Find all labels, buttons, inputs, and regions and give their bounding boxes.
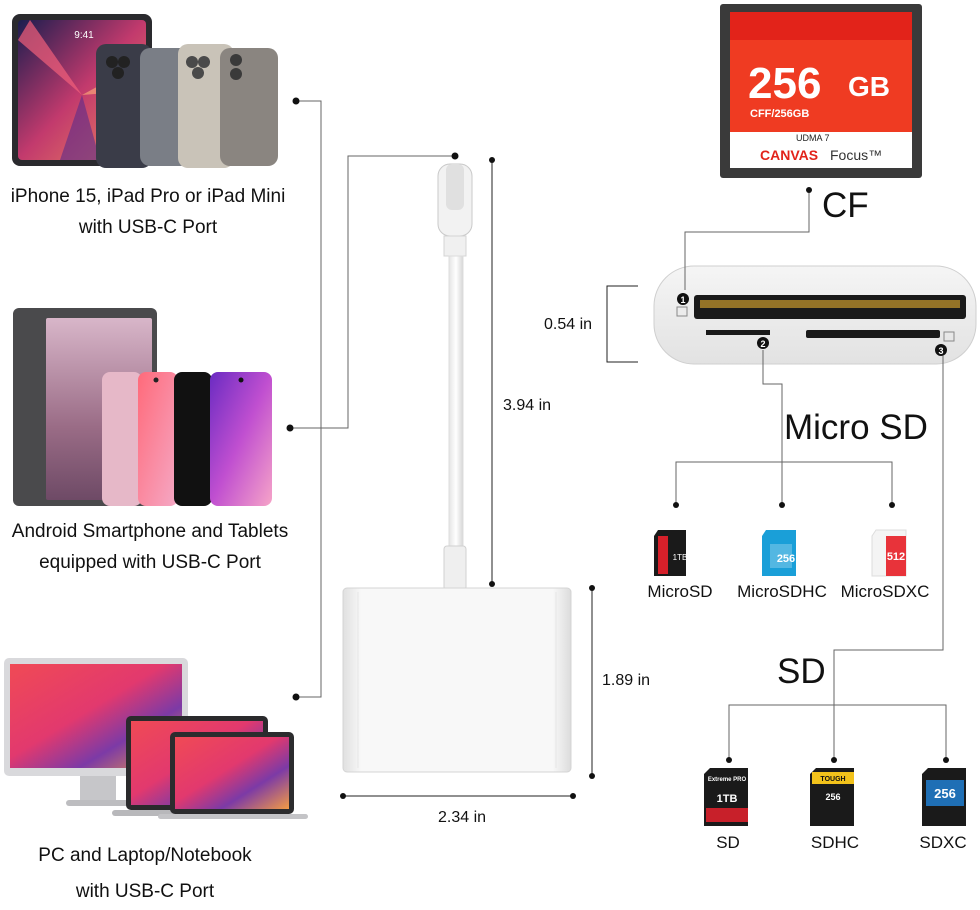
sd-card-3 xyxy=(922,768,966,826)
device-label-android-line2: equipped with USB-C Port xyxy=(39,552,261,573)
microsd-1-text: 1TB xyxy=(673,553,688,562)
reader-connector-lines xyxy=(675,190,947,760)
sd-label: SD xyxy=(716,833,740,852)
reader-thickness-label: 0.54 in xyxy=(544,316,593,333)
cf-section-title: CF xyxy=(822,186,869,225)
sd-1-brand: Extreme PRO xyxy=(708,777,747,783)
sd-section-title: SD xyxy=(777,652,826,691)
cf-model: CFF/256GB xyxy=(750,108,809,120)
cf-udma: UDMA 7 xyxy=(796,133,830,143)
sd-3-capacity: 256 xyxy=(934,786,956,801)
device-label-ios: iPhone 15, iPad Pro or iPad Mini with US… xyxy=(0,181,298,243)
microsd-3-text: 512 xyxy=(887,551,905,563)
ipad-iphone-image xyxy=(12,14,278,168)
sd-card-2 xyxy=(810,768,854,826)
slot-number-3: 3 xyxy=(938,346,943,356)
cf-brand: CANVAS xyxy=(760,147,818,163)
microsd-card-1 xyxy=(654,530,686,576)
cf-card-image xyxy=(720,4,922,178)
sd-1-capacity: 1TB xyxy=(717,793,738,805)
cf-unit: GB xyxy=(848,71,890,102)
device-label-pc-line1: PC and Laptop/Notebook xyxy=(38,845,252,866)
ipad-clock: 9:41 xyxy=(74,30,94,41)
device-label-android-line1: Android Smartphone and Tablets xyxy=(11,521,289,542)
hub-height-label: 1.89 in xyxy=(602,672,651,689)
card-reader-hub-image xyxy=(342,587,572,773)
device-label-android: Android Smartphone and Tablets equipped … xyxy=(0,516,300,578)
microsd-card-3 xyxy=(871,529,907,577)
sdhc-label: SDHC xyxy=(810,833,860,852)
microsd-label: MicroSD xyxy=(647,582,713,601)
usb-c-cable-image xyxy=(437,163,473,591)
android-devices-image xyxy=(13,308,272,506)
microsd-card-2 xyxy=(762,530,796,576)
microsd-2-text: 256 xyxy=(777,553,795,565)
slot-number-2: 2 xyxy=(760,339,765,349)
device-connector-lines xyxy=(290,100,455,698)
dimension-lines xyxy=(343,160,638,797)
cf-capacity: 256 xyxy=(748,59,821,108)
sd-2-capacity: 256 xyxy=(825,792,840,802)
device-label-ios-line1: iPhone 15, iPad Pro or iPad Mini xyxy=(10,186,286,207)
slot-number-badges xyxy=(677,293,947,356)
hub-width-label: 2.34 in xyxy=(438,809,487,826)
mac-computers-image xyxy=(4,658,308,819)
sd-card-1 xyxy=(704,768,748,826)
card-reader-front-image xyxy=(653,265,977,365)
device-label-ios-line2: with USB-C Port xyxy=(78,217,218,238)
sd-2-brand: TOUGH xyxy=(820,776,845,783)
cable-length-label: 3.94 in xyxy=(503,397,552,414)
microsdxc-label: MicroSDXC xyxy=(840,582,930,601)
device-label-pc-line2: with USB-C Port xyxy=(75,881,215,902)
sdxc-label: SDXC xyxy=(919,833,967,852)
microsd-section-title: Micro SD xyxy=(784,408,928,447)
microsdhc-label: MicroSDHC xyxy=(737,582,827,601)
cf-series: Focus™ xyxy=(830,147,882,163)
device-label-pc: PC and Laptop/Notebook with USB-C Port xyxy=(0,838,295,910)
slot-number-1: 1 xyxy=(680,295,685,305)
